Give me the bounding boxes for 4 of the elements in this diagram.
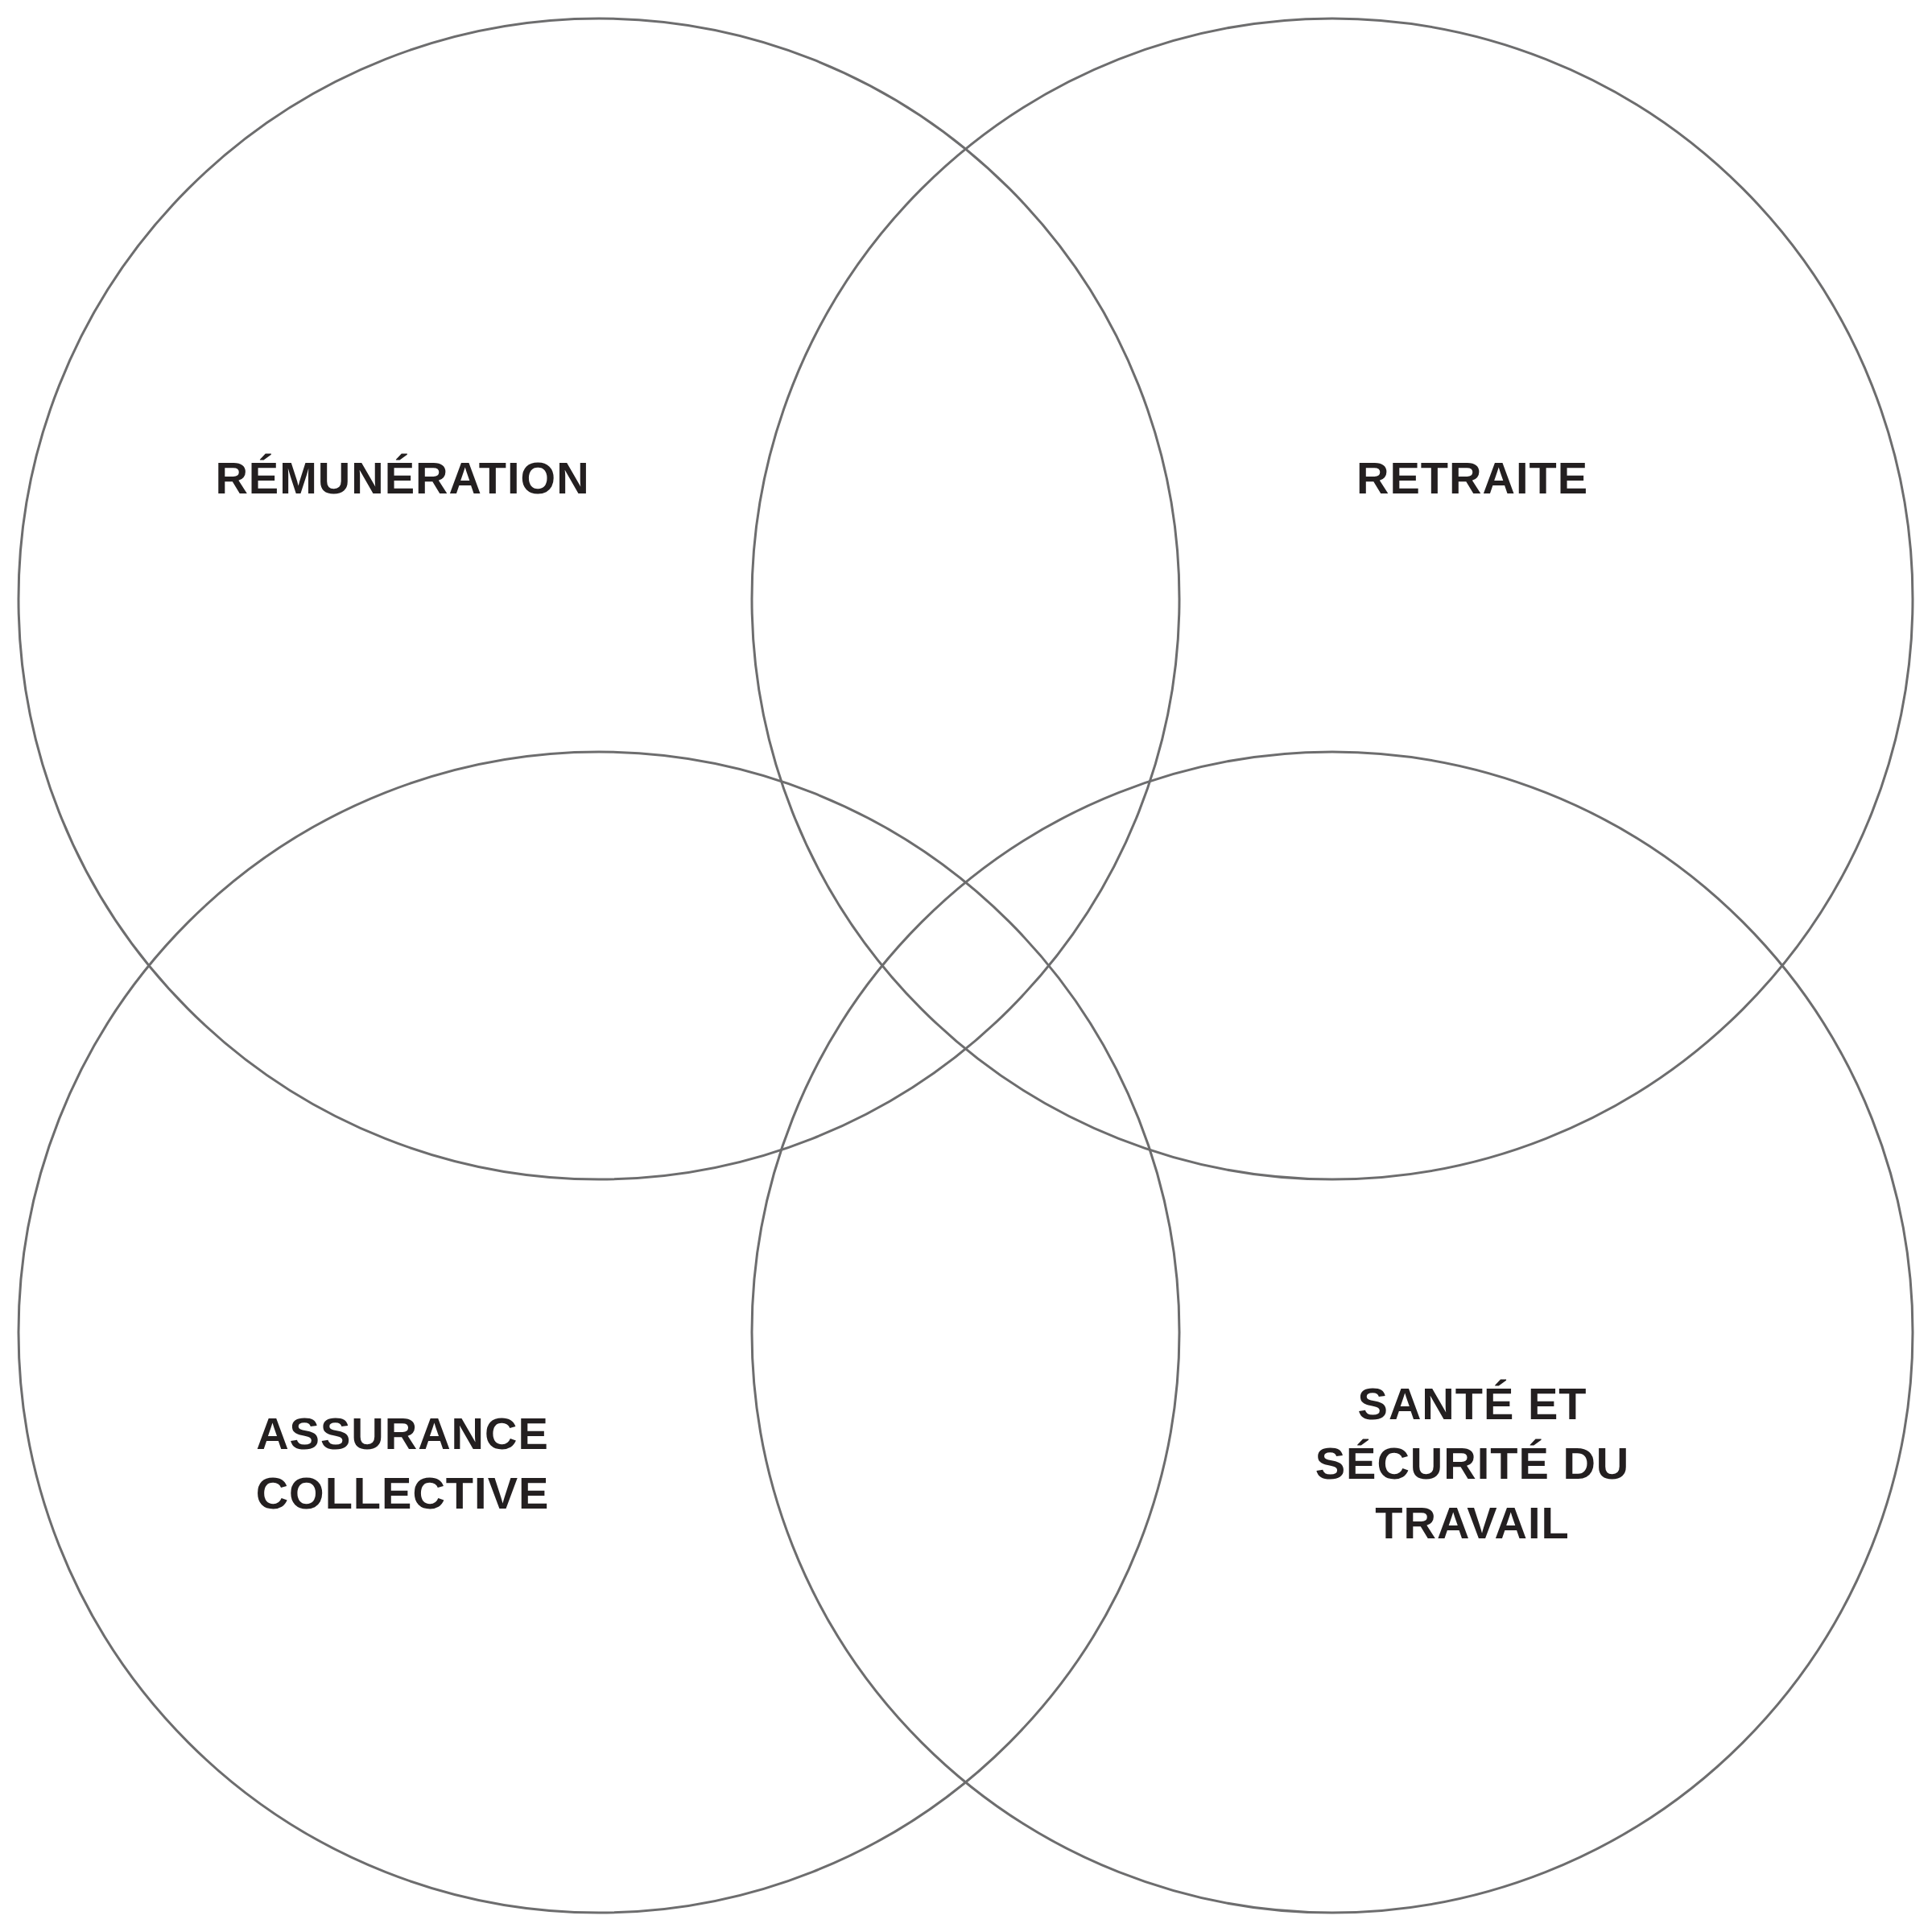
circle-label: SANTÉ ET SÉCURITÉ DU TRAVAIL	[1314, 1377, 1631, 1550]
circle-label: RETRAITE	[1356, 452, 1589, 505]
circle-label: RÉMUNÉRATION	[214, 452, 591, 505]
circle-label: ASSURANCE COLLECTIVE	[254, 1406, 551, 1520]
